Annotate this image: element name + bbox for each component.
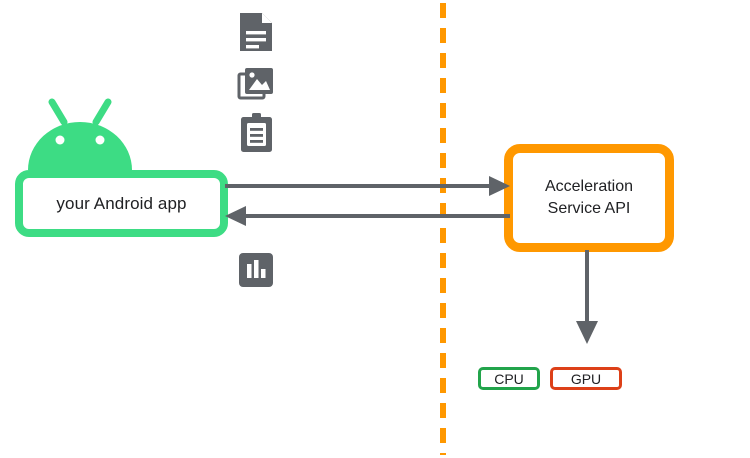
process-boundary-dashed-line [440,3,446,455]
android-antenna-right-icon [92,98,112,126]
images-icon [237,68,273,100]
android-eye-right [95,135,105,145]
cpu-chip-label: CPU [494,370,524,387]
android-head-shape [28,122,132,170]
response-arrow [225,206,510,226]
android-robot-logo [28,98,132,170]
cpu-chip[interactable]: CPU [478,367,540,390]
document-icon [240,13,272,51]
your-android-app-label: your Android app [56,193,187,213]
request-arrow [225,176,510,196]
acceleration-service-api-label-line2: Service API [547,200,631,217]
your-android-app-box[interactable]: your Android app [15,170,228,237]
acceleration-service-api-box[interactable]: Acceleration Service API [504,144,674,252]
gpu-chip-label: GPU [570,370,602,387]
chart-icon [239,253,273,287]
android-eye-left [55,135,65,145]
clipboard-icon [241,113,272,152]
acceleration-service-api-label-line1: Acceleration [544,178,634,195]
android-antenna-left-icon [48,98,68,126]
gpu-chip[interactable]: GPU [550,367,622,390]
delegate-arrow [576,250,598,344]
